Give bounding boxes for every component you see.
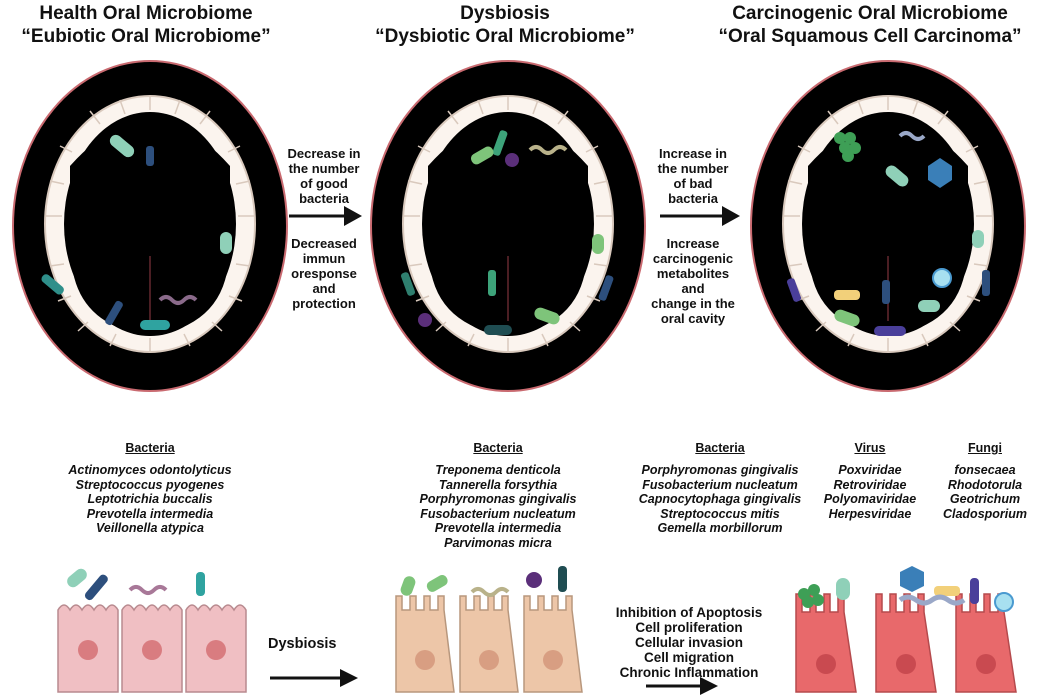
list-heading-dysbiosis: Bacteria — [473, 441, 523, 455]
list-item: Porphyromonas gingivalis — [419, 492, 577, 507]
arrow1-top-line: of good — [300, 176, 348, 191]
arrow1-bottom-line: protection — [292, 296, 356, 311]
list-heading-cancer-bacteria: Bacteria — [695, 441, 745, 455]
list-item: Actinomyces odontolyticus — [68, 463, 232, 477]
bottom-arrow-label: Dysbiosis — [268, 636, 337, 652]
arrow2-bottom-line: change in the — [651, 296, 735, 311]
list-item: fonsecaea — [954, 463, 1016, 477]
list-item: Streptococcus mitis — [660, 506, 780, 521]
arrow1-top-line: Decrease in — [287, 146, 361, 161]
mechanism-item: Cell migration — [643, 650, 734, 665]
list-item: Veillonella atypica — [96, 521, 204, 536]
list-item: Poxviridae — [838, 463, 902, 477]
list-item: Capnocytophaga gingivalis — [638, 492, 802, 507]
list-heading-healthy: Bacteria — [125, 441, 175, 455]
arrow2-top-note: Increase in the number of bad bacteria — [647, 146, 739, 206]
panel-title-healthy: Health Oral Microbiome “Eubiotic Oral Mi… — [0, 2, 292, 48]
list-item: Prevotella intermedia — [434, 521, 562, 536]
arrow1-bottom-line: oresponse — [291, 266, 357, 281]
list-item: Gemella morbillorum — [657, 521, 783, 536]
list-item: Prevotella intermedia — [86, 506, 214, 521]
panel-title-cancer-line2: “Oral Squamous Cell Carcinoma” — [718, 26, 1022, 47]
list-item: Rhodotorula — [947, 477, 1023, 492]
panel-title-dysbiosis-line2: “Dysbiotic Oral Microbiome” — [375, 26, 635, 47]
list-dysbiosis: Treponema denticola Tannerella forsythia… — [390, 463, 606, 551]
arrow1-top-line: the number — [288, 161, 360, 176]
mechanism-item: Cell proliferation — [635, 620, 743, 635]
arrow2-bottom-line: metabolites — [656, 266, 730, 281]
arrow2-bottom-line: oral cavity — [660, 311, 726, 326]
arrow2-top-line: the number — [657, 161, 729, 176]
arrow1-bottom-line: immun — [302, 251, 346, 266]
list-item: Herpesviridae — [828, 506, 912, 521]
panel-title-healthy-line1: Health Oral Microbiome — [39, 3, 253, 24]
list-item: Geotrichum — [949, 492, 1021, 507]
mechanism-item: Chronic Inflammation — [619, 665, 759, 680]
list-item: Fusobacterium nucleatum — [642, 477, 798, 492]
arrow2-top-line: bacteria — [668, 191, 718, 206]
list-item: Leptotrichia buccalis — [87, 492, 213, 507]
arrow1-top-note: Decrease in the number of good bacteria — [281, 146, 367, 206]
list-heading-cancer-virus: Virus — [854, 441, 886, 455]
list-item: Tannerella forsythia — [438, 477, 558, 492]
list-item: Porphyromonas gingivalis — [641, 463, 799, 477]
panel-title-dysbiosis-line1: Dysbiosis — [460, 3, 550, 24]
arrow1-bottom-line: and — [312, 281, 336, 296]
list-item: Fusobacterium nucleatum — [420, 506, 576, 521]
list-item: Streptococcus pyogenes — [75, 477, 225, 492]
arrow2-bottom-line: and — [681, 281, 705, 296]
list-heading-cancer-fungi: Fungi — [967, 441, 1002, 455]
arrow2-top-line: Increase in — [659, 146, 727, 161]
arrow1-bottom-line: Decreased — [291, 236, 357, 251]
panel-title-cancer: Carcinogenic Oral Microbiome “Oral Squam… — [700, 2, 1040, 48]
list-item: Parvimonas micra — [444, 535, 552, 550]
panel-title-dysbiosis: Dysbiosis “Dysbiotic Oral Microbiome” — [345, 2, 665, 48]
list-item: Cladosporium — [942, 506, 1028, 521]
list-cancer-bacteria: Porphyromonas gingivalis Fusobacterium n… — [612, 463, 828, 536]
arrow2-bottom-line: carcinogenic — [652, 251, 734, 266]
arrow2-bottom-note: Increase carcinogenic metabolites and ch… — [642, 236, 744, 326]
list-item: Retroviridae — [833, 477, 907, 492]
arrow2-top-line: of bad — [673, 176, 713, 191]
list-item: Polyomaviridae — [823, 492, 917, 507]
panel-title-cancer-line1: Carcinogenic Oral Microbiome — [732, 3, 1008, 24]
list-cancer-virus: Poxviridae Retroviridae Polyomaviridae H… — [815, 463, 925, 521]
arrow1-top-line: bacteria — [299, 191, 349, 206]
panel-title-healthy-line2: “Eubiotic Oral Microbiome” — [21, 26, 271, 47]
list-healthy: Actinomyces odontolyticus Streptococcus … — [40, 463, 260, 536]
mechanism-list: Inhibition of Apoptosis Cell proliferati… — [600, 605, 778, 680]
mechanism-item: Cellular invasion — [634, 635, 744, 650]
arrow1-bottom-note: Decreased immun oresponse and protection — [281, 236, 367, 311]
list-cancer-fungi: fonsecaea Rhodotorula Geotrichum Cladosp… — [930, 463, 1040, 521]
arrow2-bottom-line: Increase — [666, 236, 720, 251]
list-item: Treponema denticola — [435, 463, 561, 477]
mechanism-item: Inhibition of Apoptosis — [615, 605, 763, 620]
